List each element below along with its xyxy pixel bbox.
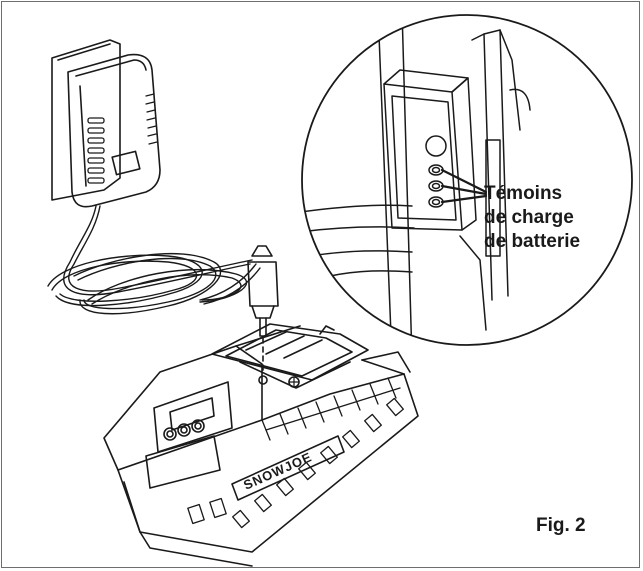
charge-indicator-callout: Témoins de charge de batterie [484,182,634,254]
callout-line-2: de charge [484,207,574,228]
figure-label: Fig. 2 [536,515,586,536]
callout-leaders [440,168,488,204]
wall-charger [51,39,161,208]
charge-indicator-leds [428,164,444,208]
dc-plug [247,245,279,373]
battery-pack [103,323,419,567]
callout-line-3: de batterie [484,231,581,252]
grip-ridges [261,377,401,441]
detail-magnifier [301,14,633,346]
callout-line-1: Témoins [484,183,563,204]
front-indicator-leds [163,419,205,441]
charger-vents [87,117,105,184]
charger-cable [47,205,261,315]
